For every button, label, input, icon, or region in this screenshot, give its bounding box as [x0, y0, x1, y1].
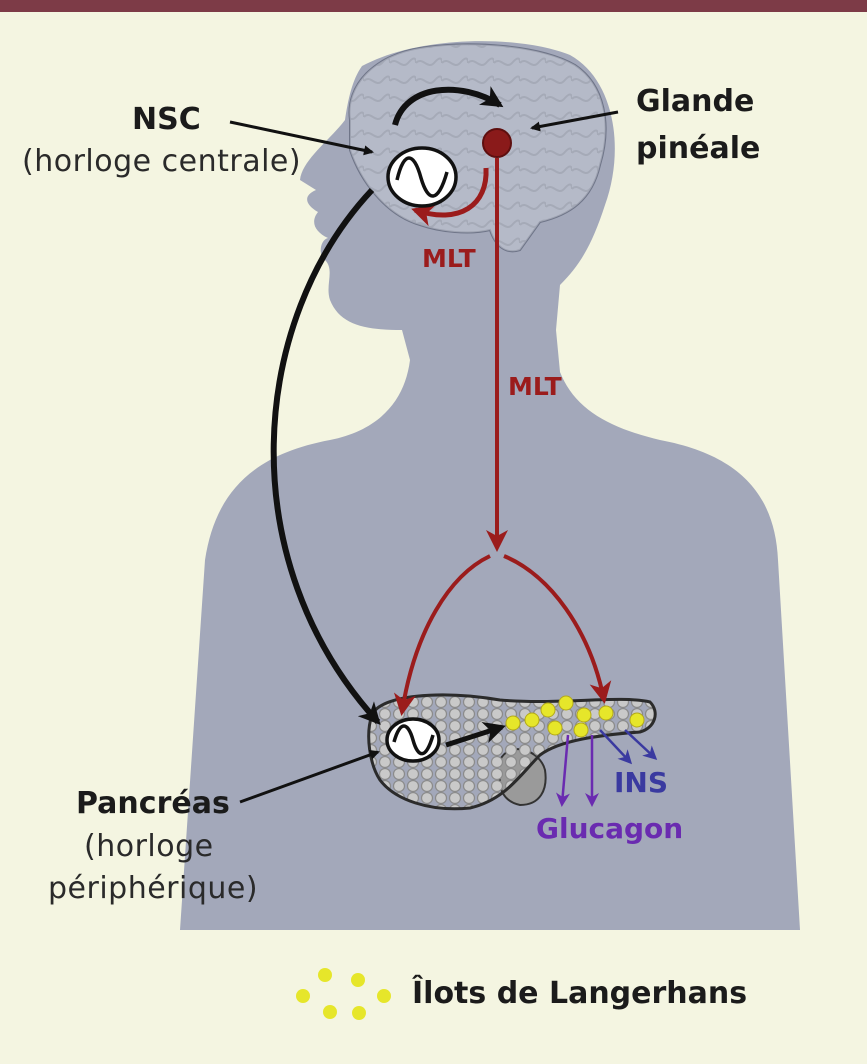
pancreas-clock-icon [385, 717, 441, 763]
pineal-label-line2: pinéale [636, 131, 761, 166]
pancreas-sublabel-2: périphérique) [48, 871, 259, 906]
islets [505, 695, 645, 738]
nsc-sublabel: (horloge centrale) [22, 144, 302, 179]
mlt-label-brain: MLT [422, 244, 476, 273]
ins-label: INS [614, 766, 669, 799]
mlt-label-body: MLT [508, 372, 562, 401]
pineal-label-line1: Glande [636, 84, 755, 119]
nsc-to-pineal-arrow [392, 86, 504, 126]
pancreas-label: Pancréas [76, 786, 230, 821]
glucagon-label: Glucagon [536, 812, 684, 845]
nsc-to-pancreas-arrow [270, 187, 381, 725]
clock-to-islets-arrow [445, 722, 506, 748]
legend-label: Îlots de Langerhans [412, 976, 748, 1011]
ins-arrow [624, 729, 658, 761]
nsc-pointer [229, 120, 374, 156]
mlt-to-nsc-arrow [411, 167, 489, 227]
mlt-to-clock-arrow [393, 554, 491, 716]
legend-islets-icon [296, 968, 391, 1020]
pineal-pointer [530, 110, 619, 132]
nsc-label: NSC [132, 102, 201, 137]
pancreas-pointer [239, 750, 380, 804]
ins-arrow [599, 729, 633, 765]
pineal-gland [482, 128, 512, 158]
top-bar [0, 0, 867, 12]
mlt-to-islets-arrow [503, 554, 612, 704]
pancreas-sublabel-1: (horloge [84, 829, 214, 864]
nsc-clock-icon [386, 146, 458, 208]
glucagon-arrow [555, 734, 570, 807]
